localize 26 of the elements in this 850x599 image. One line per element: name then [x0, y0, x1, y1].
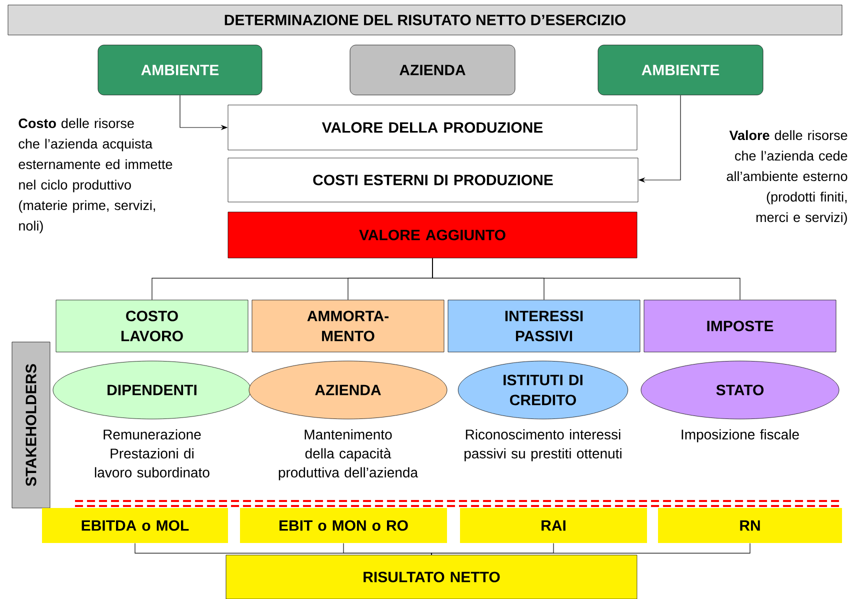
- cost-category-box: IMPOSTE: [644, 300, 836, 352]
- value-added-box: VALORE AGGIUNTO: [228, 212, 638, 258]
- result-box: RN: [658, 508, 842, 543]
- connector: [431, 542, 750, 556]
- cost-box: COSTI ESTERNI DI PRODUZIONE: [228, 158, 638, 202]
- environment-box: AMBIENTE: [598, 44, 764, 96]
- note-text: Valore delle risorse che l’azienda cede all’ambiente esterno (prodotti finiti, merci e servizi): [726, 130, 848, 225]
- net-result-box: RISULTATO NETTO: [226, 554, 638, 599]
- stakeholder-note: Remunerazione Prestazioni di lavoro subordinato: [94, 429, 210, 478]
- connector: [432, 258, 740, 300]
- company-box: AZIENDA: [350, 44, 516, 96]
- cost-category-box: COSTO LAVORO: [56, 300, 248, 352]
- note-text: Costo delle risorse che l’azienda acquista esternamente ed immette nel ciclo produttivo (materie prime, servizi, noli): [18, 118, 172, 234]
- cost-category-box: INTERESSI PASSIVI: [448, 300, 640, 352]
- value-box: VALORE DELLA PRODUZIONE: [228, 104, 638, 150]
- environment-box: AMBIENTE: [98, 44, 262, 96]
- stakeholder-note: Mantenimento della capacità produttiva dell’azienda: [278, 429, 418, 480]
- connector: [343, 542, 432, 556]
- result-box: RAI: [460, 508, 647, 543]
- stakeholder-note: Riconoscimento interessi passivi su prestiti ottenuti: [464, 429, 622, 462]
- result-box: EBIT o MON o RO: [240, 508, 447, 543]
- title-bar: DETERMINAZIONE DEL RISUTATO NETTO D’ESERCIZIO: [8, 4, 842, 36]
- stakeholders-bar: STAKEHOLDERS: [12, 342, 50, 508]
- stakeholder-note: Imposizione fiscale: [682, 429, 799, 442]
- cost-category-box: AMMORTA- MENTO: [252, 300, 444, 352]
- result-box: EBITDA o MOL: [42, 508, 228, 543]
